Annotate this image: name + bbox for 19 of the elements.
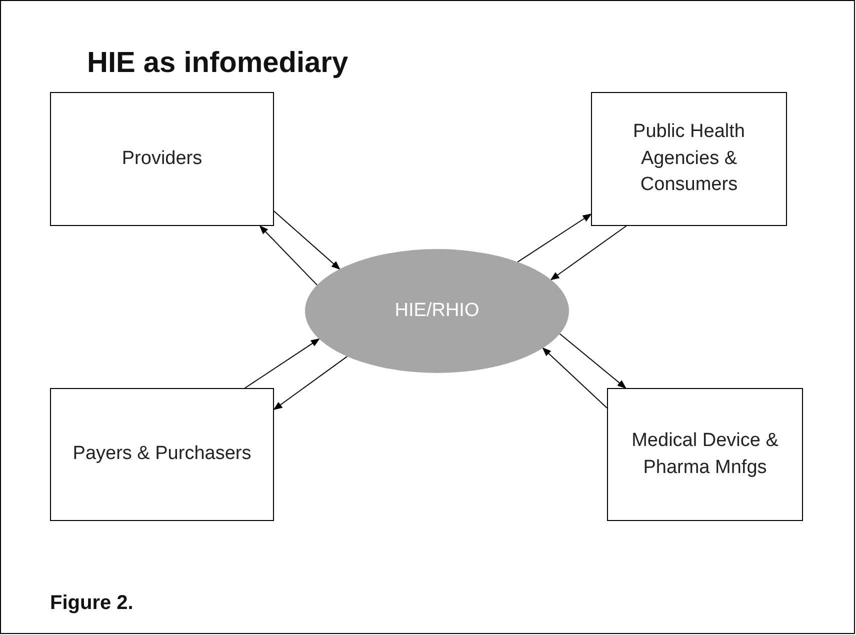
arrow [244, 338, 320, 388]
node-label: Providers [122, 146, 202, 171]
arrow [259, 225, 318, 286]
arrow [273, 356, 348, 410]
process-box [591, 92, 787, 226]
process-box [50, 92, 274, 226]
arrow [274, 210, 340, 270]
node-label: Public Health Agencies & Consumers [632, 120, 746, 198]
arrow [559, 333, 626, 389]
node-label: Medical Device & Pharma Mnfgs [630, 428, 780, 480]
arrow [550, 226, 627, 280]
process-box [607, 388, 803, 521]
title: HIE as infomediary [87, 46, 348, 81]
arrow [517, 214, 592, 262]
caption: Figure 2. [50, 591, 134, 616]
arrow [542, 347, 608, 408]
process-box [50, 388, 274, 521]
node-label: HIE/RHIO [394, 298, 480, 323]
node-label: Payers & Purchasers [72, 442, 252, 466]
